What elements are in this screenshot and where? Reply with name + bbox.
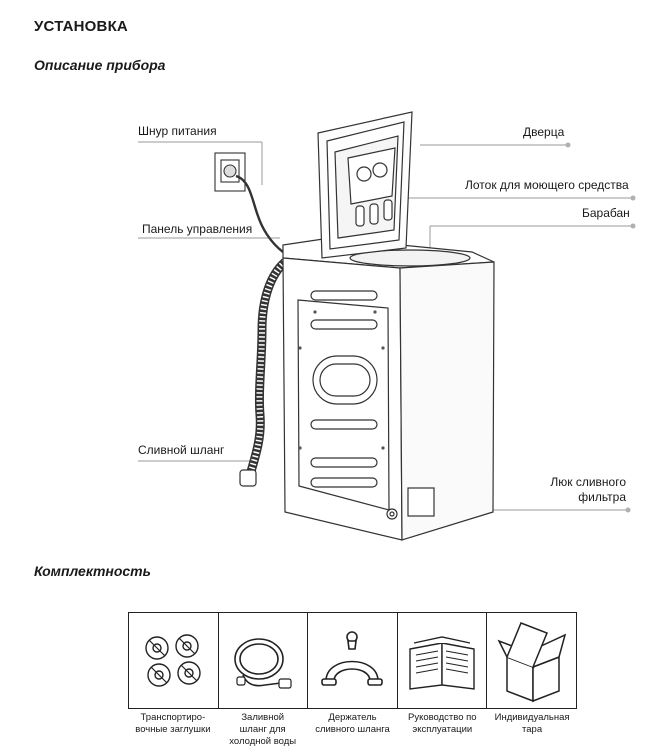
drain-hose xyxy=(239,258,289,487)
box-icon xyxy=(497,622,567,703)
accessory-label-line: вочные заглушки xyxy=(135,724,211,735)
transport-plugs-icon xyxy=(145,634,201,687)
accessory-label-line: Индивидуальная xyxy=(494,712,570,723)
leader-dots xyxy=(565,142,636,513)
callout-door: Дверца xyxy=(523,125,565,139)
accessory-labels: Транспортиро- вочные заглушки Заливной ш… xyxy=(128,712,577,748)
callout-power-cord: Шнур питания xyxy=(138,124,217,138)
accessory-label-line: Заливной xyxy=(241,712,285,723)
accessory-cell-hose-holder xyxy=(308,613,398,708)
accessories-table xyxy=(128,612,577,709)
accessory-label-line: холодной воды xyxy=(229,736,297,747)
accessory-cell-transport-plugs xyxy=(129,613,219,708)
accessory-label-line: Держатель xyxy=(328,712,377,723)
manual-book-icon xyxy=(409,636,475,690)
accessory-cell-inlet-hose xyxy=(219,613,309,708)
callout-detergent-tray: Лоток для моющего средства xyxy=(465,178,629,192)
section-title: УСТАНОВКА xyxy=(34,18,128,35)
callout-drain-hose: Сливной шланг xyxy=(138,443,225,457)
accessory-label: Транспортиро- вочные заглушки xyxy=(128,712,218,748)
callout-filter-hatch-line1: Люк сливного xyxy=(550,475,626,489)
accessory-label-line: Руководство по xyxy=(407,712,477,723)
accessory-label: Руководство по эксплуатации xyxy=(397,712,487,748)
power-cord xyxy=(235,174,284,253)
accessory-label-line: сливного шланга xyxy=(315,724,390,735)
callout-filter-hatch: Люк сливного фильтра xyxy=(540,475,626,505)
callout-control-panel: Панель управления xyxy=(142,222,253,236)
accessory-label: Заливной шланг для холодной воды xyxy=(218,712,308,748)
accessory-cell-box xyxy=(487,613,576,708)
machine-body xyxy=(282,237,495,541)
callout-drum: Барабан xyxy=(582,206,630,220)
washing-machine-diagram xyxy=(138,111,636,541)
hose-holder-icon xyxy=(321,631,383,686)
device-description-heading: Описание прибора xyxy=(34,57,166,73)
accessory-cell-manual xyxy=(398,613,488,708)
body-screws xyxy=(298,310,385,450)
inlet-hose-icon xyxy=(233,638,292,689)
accessory-label: Индивидуальная тара xyxy=(487,712,577,748)
accessory-label-line: тара xyxy=(522,724,543,735)
contents-heading: Комплектность xyxy=(34,563,151,579)
wall-socket xyxy=(214,152,246,192)
accessory-label-line: Транспортиро- xyxy=(140,712,206,723)
accessory-label-line: эксплуатации xyxy=(412,724,473,735)
accessory-label: Держатель сливного шланга xyxy=(308,712,398,748)
open-lid xyxy=(317,111,413,259)
callout-filter-hatch-line2: фильтра xyxy=(578,490,626,504)
accessory-label-line: шланг для xyxy=(239,724,286,735)
